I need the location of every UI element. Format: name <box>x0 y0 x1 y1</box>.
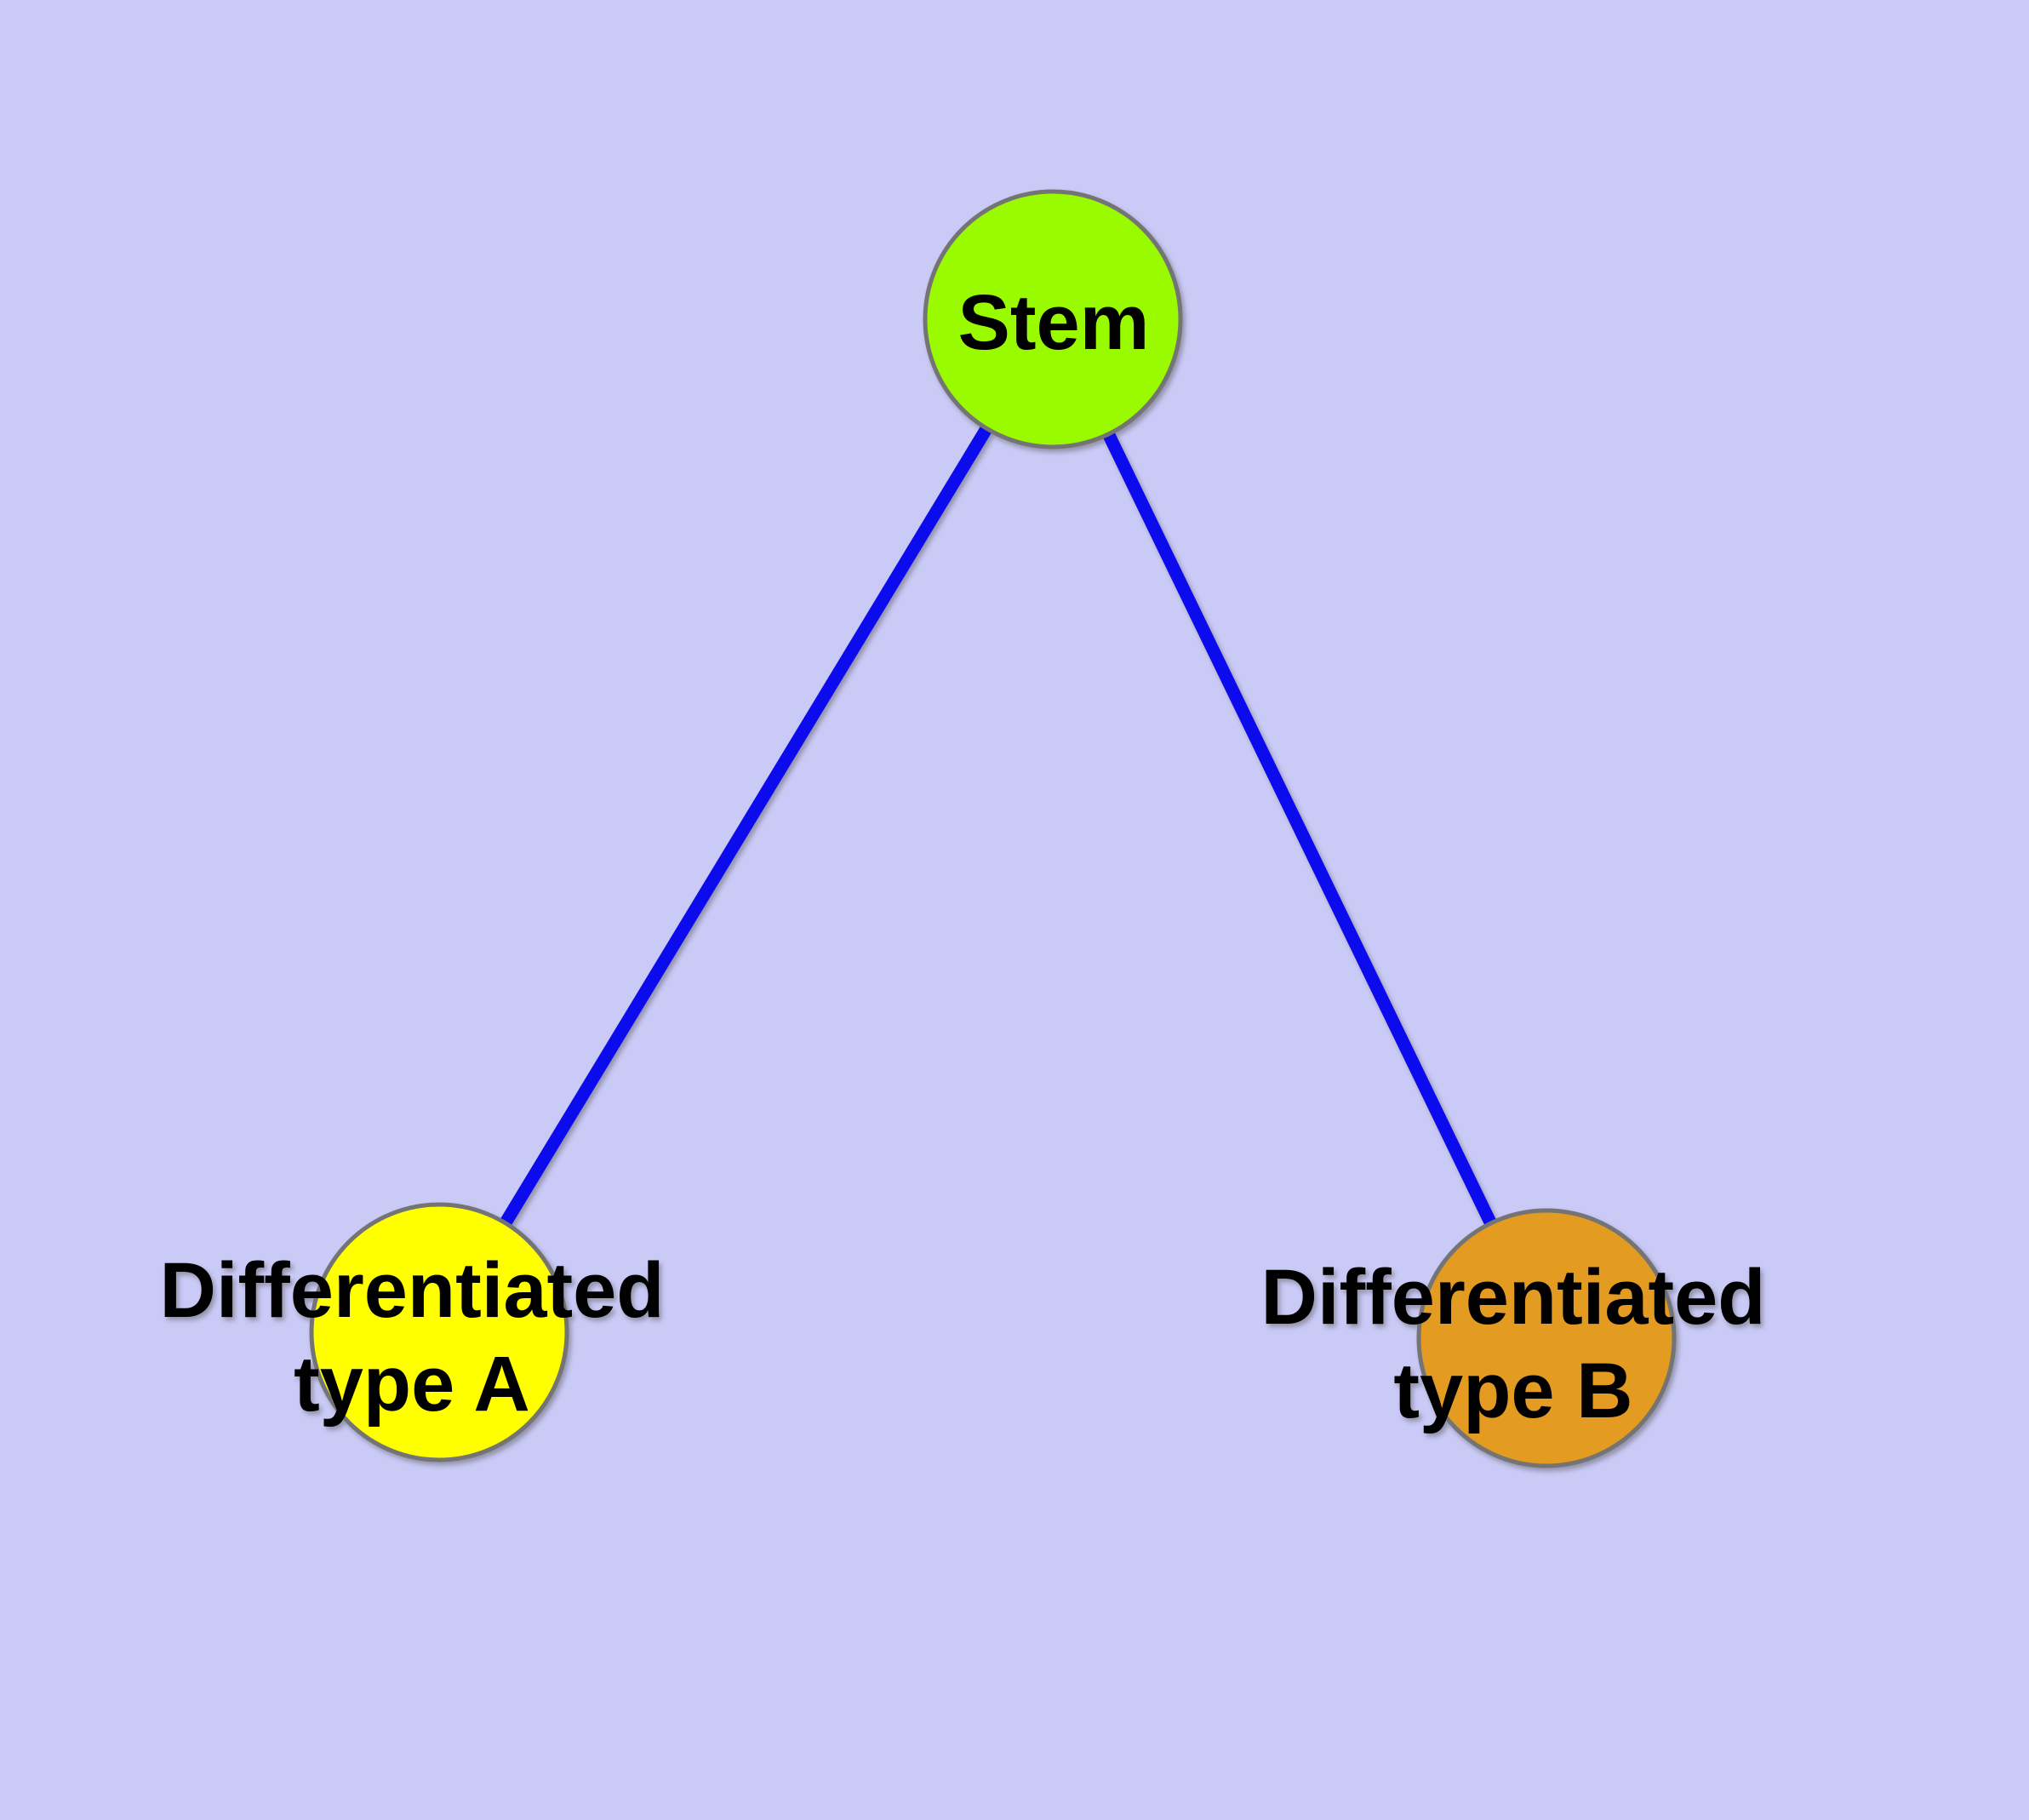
node-stem-label: Stem <box>958 279 1150 366</box>
node-type-a-circle <box>309 1202 569 1462</box>
node-type-b-circle <box>1416 1208 1677 1468</box>
edge-stem-to-type-b <box>1047 316 1552 1342</box>
node-type-a-label-line2: type A <box>294 1341 530 1428</box>
node-type-b-label-line1: Differentiated <box>1261 1254 1766 1341</box>
node-type-a-label-line1: Differentiated <box>160 1247 665 1334</box>
edge-stem-to-type-a <box>433 316 1059 1336</box>
node-type-b-label-line2: type B <box>1393 1348 1632 1434</box>
node-stem-circle <box>923 189 1183 449</box>
diagram-layer: Stem Differentiated type A Differentiate… <box>160 189 1766 1468</box>
